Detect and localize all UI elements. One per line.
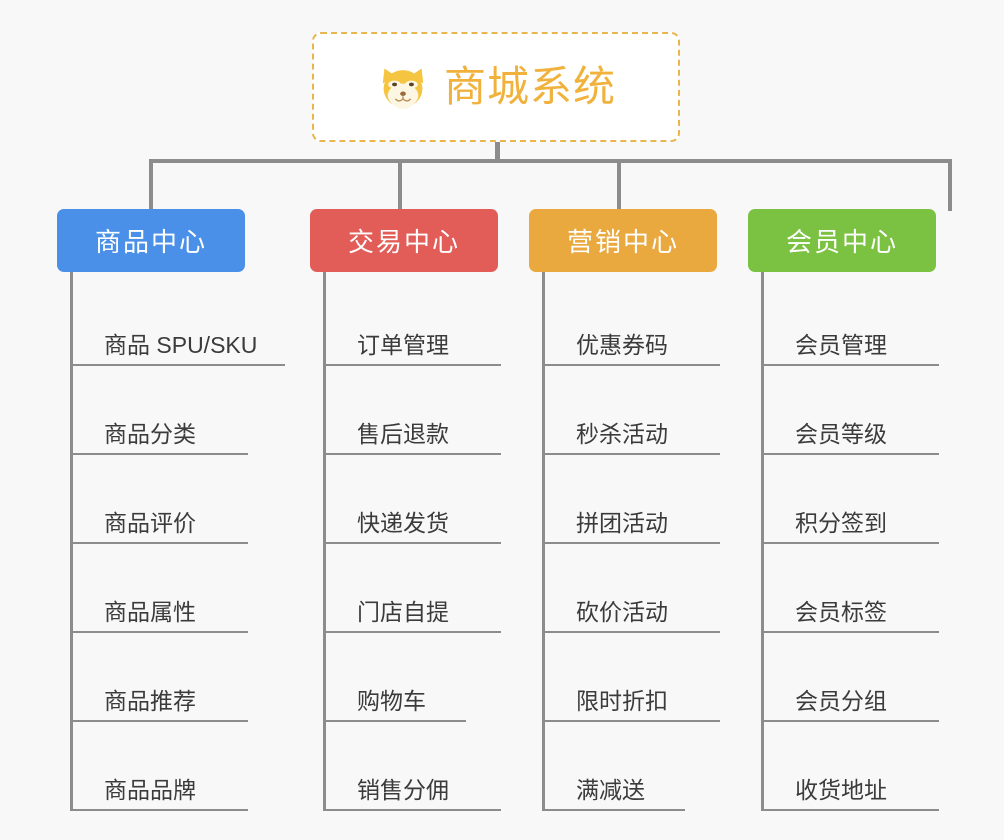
list-item[interactable]: 积分签到 [764,455,939,544]
branch-items-2: 订单管理 售后退款 快递发货 门店自提 购物车 销售分佣 [323,272,501,811]
branch-header-label-3: 营销中心 [566,227,679,257]
list-item[interactable]: 订单管理 [326,282,501,366]
list-item[interactable]: 购物车 [326,633,466,722]
list-item-label: 收货地址 [795,776,887,803]
list-item-label: 快递发货 [357,509,449,536]
list-item[interactable]: 优惠券码 [545,282,720,366]
shiba-dog-face-icon [376,60,430,114]
branch-header-label-2: 交易中心 [347,227,460,257]
branch-column-4: 会员中心 会员管理 会员等级 积分签到 会员标签 会员分组 收货地址 [748,209,939,811]
branch-items-3: 优惠券码 秒杀活动 拼团活动 砍价活动 限时折扣 满减送 [542,272,720,811]
branch-items-4: 会员管理 会员等级 积分签到 会员标签 会员分组 收货地址 [761,272,939,811]
connector-drop-2 [398,159,402,211]
list-item-label: 会员等级 [795,420,887,447]
list-item-label: 商品 SPU/SKU [104,331,258,358]
branch-column-3: 营销中心 优惠券码 秒杀活动 拼团活动 砍价活动 限时折扣 满减送 [529,209,720,811]
connector-root-stem [495,142,500,163]
list-item-label: 限时折扣 [576,687,668,714]
branch-header-label-1: 商品中心 [94,227,207,257]
connector-drop-3 [617,159,621,211]
list-item-label: 积分签到 [795,509,887,536]
root-title: 商城系统 [443,63,616,110]
list-item[interactable]: 门店自提 [326,544,501,633]
list-item[interactable]: 秒杀活动 [545,366,720,455]
branch-header-label-4: 会员中心 [785,227,898,257]
list-item-label: 秒杀活动 [576,420,668,447]
list-item[interactable]: 销售分佣 [326,722,501,811]
connector-bus [149,159,952,163]
list-item[interactable]: 商品推荐 [73,633,248,722]
list-item[interactable]: 商品属性 [73,544,248,633]
list-item[interactable]: 商品分类 [73,366,248,455]
list-item[interactable]: 会员标签 [764,544,939,633]
list-item[interactable]: 商品 SPU/SKU [73,282,285,366]
branch-items-1: 商品 SPU/SKU 商品分类 商品评价 商品属性 商品推荐 商品品牌 [70,272,285,811]
list-item-label: 会员标签 [795,598,887,625]
list-item-label: 会员分组 [795,687,887,714]
list-item-label: 销售分佣 [357,776,449,803]
branch-header-3[interactable]: 营销中心 [529,209,717,272]
list-item-label: 商品品牌 [104,776,196,803]
list-item[interactable]: 会员管理 [764,282,939,366]
connector-drop-1 [149,159,153,211]
list-item-label: 购物车 [357,687,426,714]
list-item-label: 商品属性 [104,598,196,625]
list-item-label: 售后退款 [357,420,449,447]
branch-header-1[interactable]: 商品中心 [57,209,245,272]
list-item-label: 满减送 [576,776,645,803]
connector-drop-4 [948,159,952,211]
list-item[interactable]: 收货地址 [764,722,939,811]
list-item-label: 会员管理 [795,331,887,358]
list-item[interactable]: 商品评价 [73,455,248,544]
list-item[interactable]: 售后退款 [326,366,501,455]
branch-column-2: 交易中心 订单管理 售后退款 快递发货 门店自提 购物车 销售分佣 [310,209,501,811]
list-item-label: 商品推荐 [104,687,196,714]
branch-header-4[interactable]: 会员中心 [748,209,936,272]
root-node[interactable]: 商城系统 [312,32,680,142]
list-item-label: 门店自提 [357,598,449,625]
list-item-label: 订单管理 [357,331,449,358]
list-item-label: 商品评价 [104,509,196,536]
list-item[interactable]: 会员等级 [764,366,939,455]
list-item[interactable]: 限时折扣 [545,633,720,722]
branch-column-1: 商品中心 商品 SPU/SKU 商品分类 商品评价 商品属性 商品推荐 商品品牌 [57,209,285,811]
list-item[interactable]: 砍价活动 [545,544,720,633]
list-item-label: 商品分类 [104,420,196,447]
list-item-label: 优惠券码 [576,331,668,358]
list-item[interactable]: 会员分组 [764,633,939,722]
list-item[interactable]: 快递发货 [326,455,501,544]
list-item-label: 砍价活动 [576,598,668,625]
branch-header-2[interactable]: 交易中心 [310,209,498,272]
list-item[interactable]: 商品品牌 [73,722,248,811]
list-item[interactable]: 拼团活动 [545,455,720,544]
list-item-label: 拼团活动 [576,509,668,536]
list-item[interactable]: 满减送 [545,722,685,811]
